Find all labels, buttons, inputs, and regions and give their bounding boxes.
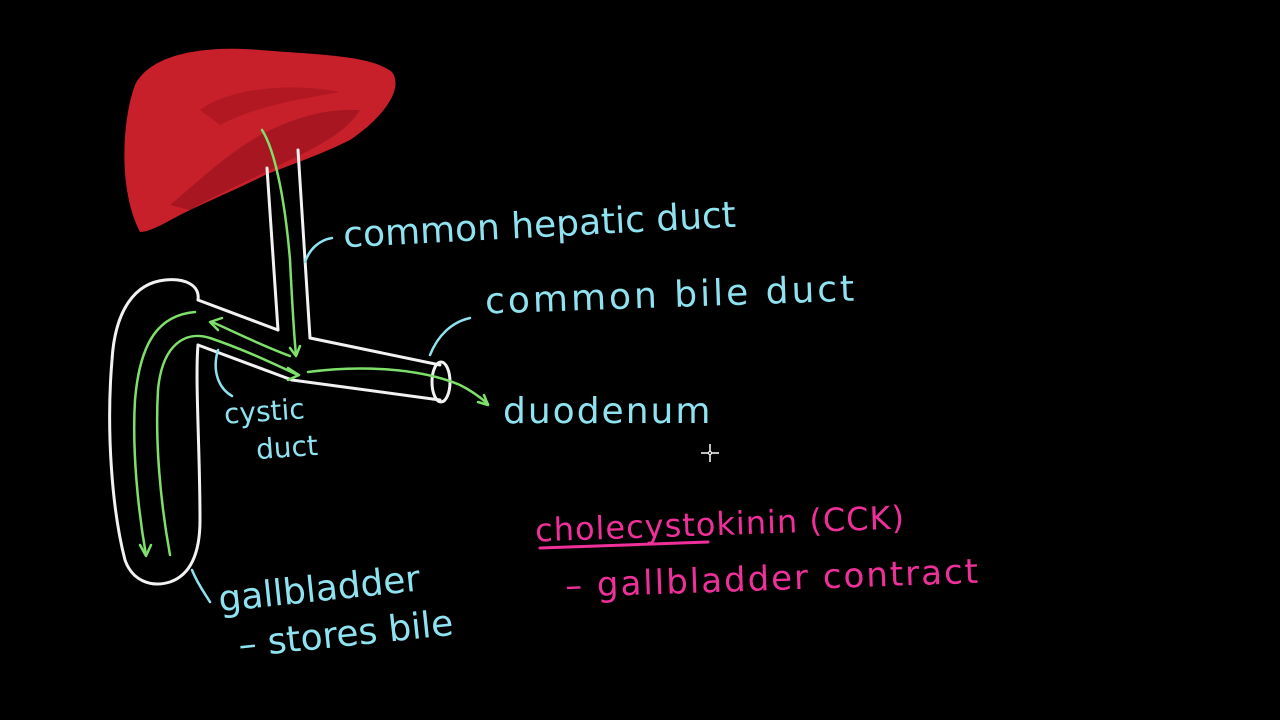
label-cystic-duct-line2: duct [254,428,319,467]
hepatic-duct-right-wall [296,148,312,340]
gallbladder-outline [108,278,202,586]
cck-underline [538,540,710,550]
liver-icon [124,48,396,232]
flow-arrow-to-cystic [210,320,292,358]
flow-arrow-duodenum [306,367,490,406]
flow-arrow-out-gallbladder [155,334,300,557]
flow-arrow-hepatic [260,128,298,357]
cystic-pointer-line [214,348,234,398]
flow-arrowhead-out [286,366,301,382]
bile-duct-bottom-wall [290,378,442,402]
bile-duct-pointer-line [428,316,472,357]
label-duodenum: duodenum [503,391,713,432]
hepatic-pointer-line [303,236,334,264]
gallbladder-pointer-line [190,568,212,604]
cystic-duct-top-wall [196,298,280,332]
flow-arrowhead-cystic [208,316,224,332]
flow-arrowhead-duodenum [476,393,490,407]
flow-arrow-into-gallbladder [132,310,197,557]
flow-arrowhead-hepatic [288,344,302,358]
flow-arrowhead-gallbladder [138,543,153,558]
duct-outlines [108,148,452,586]
bile-duct-top-wall [308,336,442,367]
cystic-duct-bottom-wall [196,343,294,382]
label-cystic-duct-line1: cystic [222,392,306,431]
hepatic-duct-left-wall [265,166,280,332]
crosshair-cursor-icon [701,444,719,462]
bile-duct-opening [430,360,452,404]
